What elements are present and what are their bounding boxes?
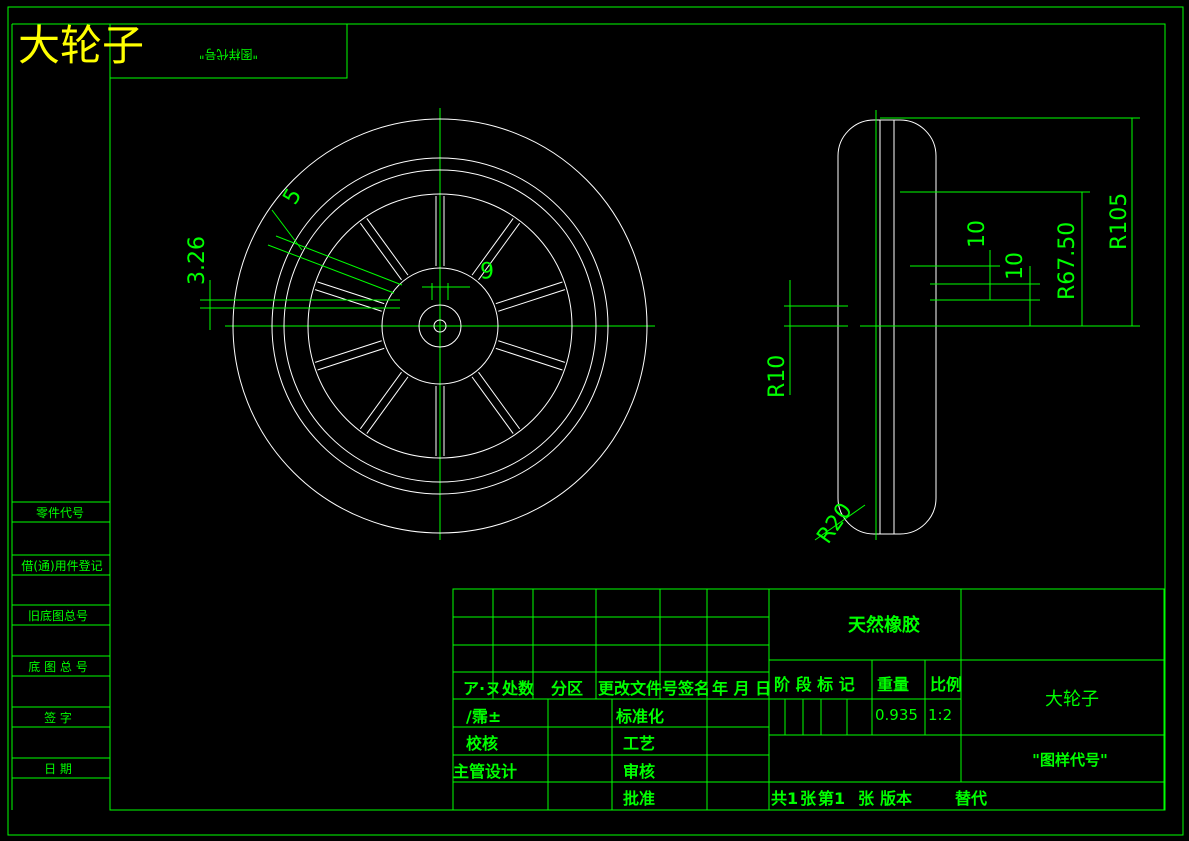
strip-label-date: 日 期 xyxy=(44,762,72,776)
dim-5: 5 xyxy=(279,184,308,209)
title-block-table: 天然橡胶 大轮子 "图样代号" ア·ヌ 处数 分区 更改文件号 签名 年 月 日… xyxy=(452,588,1165,811)
hdr-doc: 更改文件号 xyxy=(598,679,678,698)
big-title: 大轮子 xyxy=(18,21,144,70)
weight-value: 0.935 xyxy=(875,706,918,724)
sheets-total-unit: 张 xyxy=(800,789,817,808)
hdr-zone: 分区 xyxy=(551,679,583,698)
left-strip: 零件代号 借(通)用件登记 旧底图总号 底 图 总 号 签 字 日 期 xyxy=(11,24,110,810)
spoke-line xyxy=(314,340,382,363)
spoke-line xyxy=(317,347,385,371)
spoke-line xyxy=(359,222,402,281)
dim-6: 6 xyxy=(480,256,494,281)
spoke-line xyxy=(478,371,521,430)
row-design: /霈± xyxy=(466,707,501,726)
spoke-line xyxy=(366,376,409,434)
hdr-mark: ア·ヌ xyxy=(463,679,501,698)
dim-3-26: 3.26 xyxy=(185,236,210,285)
scale-label: 比例 xyxy=(930,675,962,694)
dim-10-a: 10 xyxy=(965,220,990,248)
spoke-line xyxy=(359,371,402,430)
version: 版本 xyxy=(879,789,912,808)
dim-r20: R20 xyxy=(812,499,857,549)
dim-r10: R10 xyxy=(765,355,790,398)
scale-value: 1:2 xyxy=(928,706,952,724)
spoke-line xyxy=(498,340,566,363)
row-chief: 主管设计 xyxy=(453,762,517,781)
sheets-total: 共1 xyxy=(771,789,798,808)
front-dimensions: 3.26 5 6 xyxy=(185,184,494,330)
spoke-line xyxy=(495,347,563,371)
part-name: 大轮子 xyxy=(1045,689,1099,710)
dim-10-b: 10 xyxy=(1003,252,1028,280)
strip-label-old-base: 旧底图总号 xyxy=(28,608,88,623)
dim-r67-50: R67.50 xyxy=(1055,222,1080,300)
weight-label: 重量 xyxy=(877,675,909,694)
row-approve: 批准 xyxy=(623,789,655,808)
spoke-line xyxy=(366,218,409,276)
row-review: 审核 xyxy=(623,762,655,781)
side-dimensions: R105 R67.50 10 10 R10 R20 xyxy=(765,117,1140,549)
spoke-line xyxy=(471,376,514,434)
hdr-count: 处数 xyxy=(501,679,535,698)
spoke-line xyxy=(498,289,566,312)
hdr-sign: 签名 xyxy=(677,679,710,698)
material: 天然橡胶 xyxy=(848,614,920,636)
row-standard: 标准化 xyxy=(615,707,664,726)
hdr-date: 年 月 日 xyxy=(712,679,771,698)
outer-border xyxy=(7,6,1184,836)
spoke-line xyxy=(478,222,521,281)
row-check: 校核 xyxy=(466,734,498,753)
row-process: 工艺 xyxy=(623,734,655,753)
strip-label-borrow: 借(通)用件登记 xyxy=(21,558,102,573)
sheets-current: 第1 xyxy=(818,789,845,808)
strip-label-part-code: 零件代号 xyxy=(36,506,84,520)
sheets-current-unit: 张 xyxy=(858,789,875,808)
strip-label-sign: 签 字 xyxy=(44,710,72,725)
strip-label-base-total: 底 图 总 号 xyxy=(28,659,87,674)
top-title-box xyxy=(12,23,348,79)
spoke-line xyxy=(471,218,514,276)
side-view xyxy=(837,110,937,540)
front-view xyxy=(225,108,655,540)
replace: 替代 xyxy=(955,789,987,808)
drawing-code: "图样代号" xyxy=(1032,751,1108,769)
dim-r105: R105 xyxy=(1107,193,1132,250)
spoke-line xyxy=(495,281,563,305)
small-drawing-code: "图样代号" xyxy=(199,47,258,62)
stage-label: 阶 段 标 记 xyxy=(774,675,855,694)
